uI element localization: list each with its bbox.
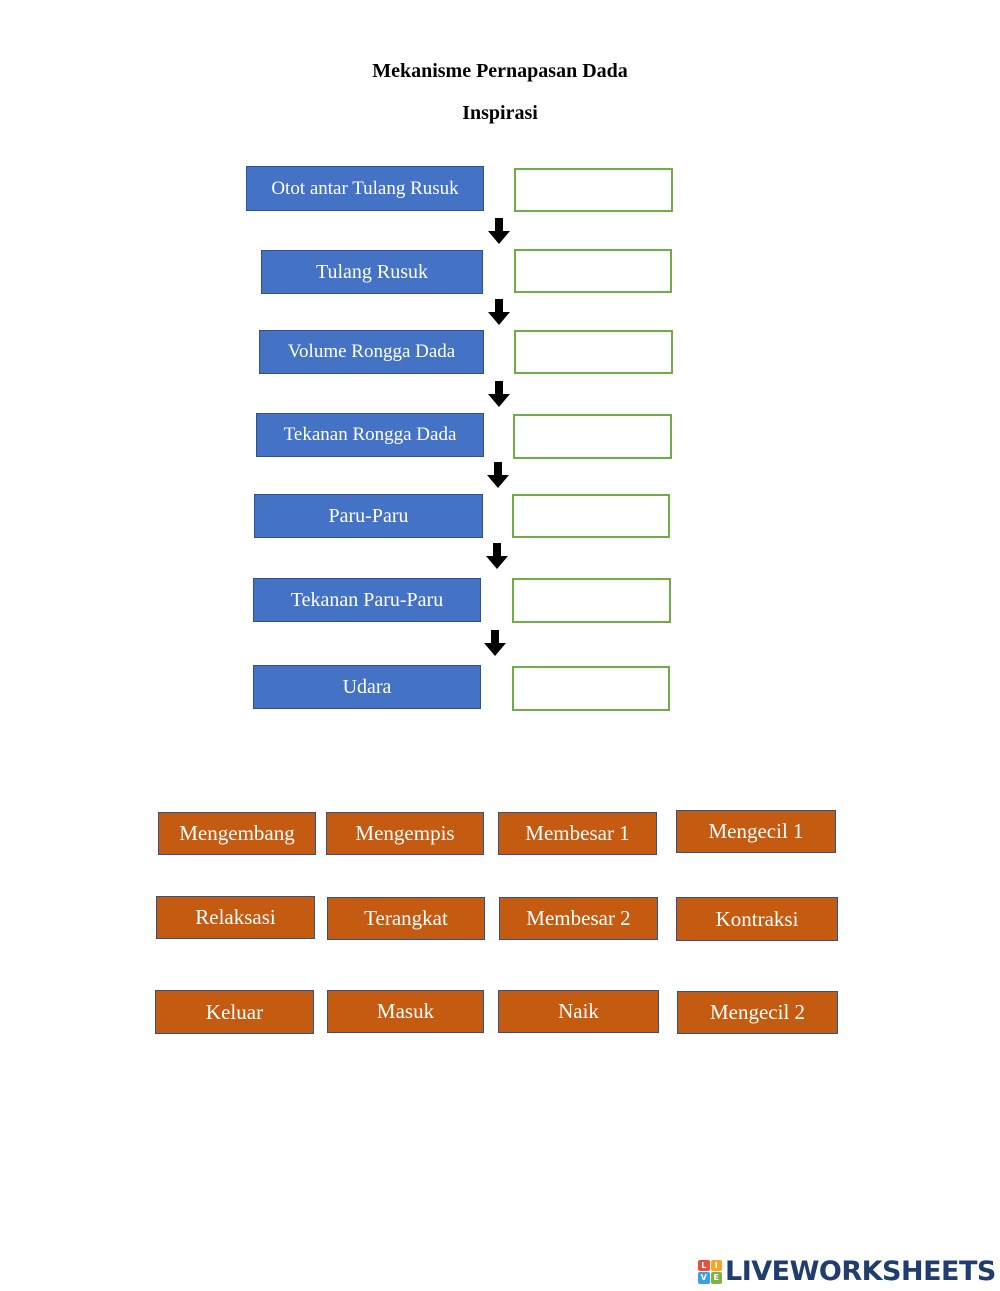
down-arrow-icon xyxy=(486,543,508,569)
option-tile[interactable]: Membesar 1 xyxy=(498,812,657,855)
concept-box: Udara xyxy=(253,665,481,709)
concept-box: Tekanan Paru-Paru xyxy=(253,578,481,622)
option-label: Masuk xyxy=(376,999,435,1023)
liveworksheets-logo[interactable]: L I V E LIVEWORKSHEETS xyxy=(698,1256,996,1287)
option-tile[interactable]: Mengecil 2 xyxy=(677,991,838,1034)
option-tile[interactable]: Membesar 2 xyxy=(499,897,658,940)
option-label: Mengempis xyxy=(355,821,455,845)
option-label: Naik xyxy=(558,999,599,1023)
option-tile[interactable]: Keluar xyxy=(155,990,314,1034)
option-tile[interactable]: Terangkat xyxy=(327,897,485,940)
concept-label: Tekanan Paru-Paru xyxy=(290,588,444,611)
answer-drop-zone[interactable] xyxy=(514,249,672,293)
page-subtitle: Inspirasi xyxy=(462,102,538,124)
concept-box: Paru-Paru xyxy=(254,494,483,538)
concept-box: Tekanan Rongga Dada xyxy=(256,413,484,457)
option-tile[interactable]: Naik xyxy=(498,990,659,1033)
down-arrow-icon xyxy=(488,218,510,244)
answer-drop-zone[interactable] xyxy=(512,494,670,538)
option-tile[interactable]: Relaksasi xyxy=(156,896,315,939)
concept-label: Volume Rongga Dada xyxy=(287,341,456,362)
option-tile[interactable]: Mengempis xyxy=(326,812,484,855)
option-label: Membesar 2 xyxy=(526,906,631,930)
concept-label: Paru-Paru xyxy=(328,504,409,527)
option-label: Mengecil 2 xyxy=(709,1000,806,1024)
option-label: Membesar 1 xyxy=(525,821,630,845)
concept-label: Tulang Rusuk xyxy=(315,260,429,283)
answer-drop-zone[interactable] xyxy=(512,578,671,623)
answer-drop-zone[interactable] xyxy=(514,168,673,212)
option-label: Terangkat xyxy=(364,906,448,930)
logo-text: LIVEWORKSHEETS xyxy=(725,1256,996,1287)
concept-label: Tekanan Rongga Dada xyxy=(283,424,457,445)
answer-drop-zone[interactable] xyxy=(512,666,670,711)
answer-drop-zone[interactable] xyxy=(513,414,672,459)
concept-box: Volume Rongga Dada xyxy=(259,330,484,374)
concept-box: Tulang Rusuk xyxy=(261,250,483,294)
down-arrow-icon xyxy=(488,299,510,325)
down-arrow-icon xyxy=(484,630,506,656)
down-arrow-icon xyxy=(487,462,509,488)
answer-drop-zone[interactable] xyxy=(514,330,673,374)
option-label: Kontraksi xyxy=(715,906,799,931)
option-label: Mengembang xyxy=(179,821,295,845)
down-arrow-icon xyxy=(488,381,510,407)
concept-label: Otot antar Tulang Rusuk xyxy=(271,177,459,199)
option-tile[interactable]: Kontraksi xyxy=(676,897,838,941)
page-title: Mekanisme Pernapasan Dada xyxy=(372,60,628,82)
concept-box: Otot antar Tulang Rusuk xyxy=(246,166,484,211)
logo-icon: L I V E xyxy=(698,1259,722,1284)
concept-label: Udara xyxy=(342,675,392,698)
option-label: Keluar xyxy=(205,999,264,1024)
option-label: Mengecil 1 xyxy=(708,819,804,843)
option-tile[interactable]: Mengecil 1 xyxy=(676,810,836,853)
option-tile[interactable]: Mengembang xyxy=(158,812,316,855)
option-tile[interactable]: Masuk xyxy=(327,990,484,1033)
option-label: Relaksasi xyxy=(195,905,276,929)
